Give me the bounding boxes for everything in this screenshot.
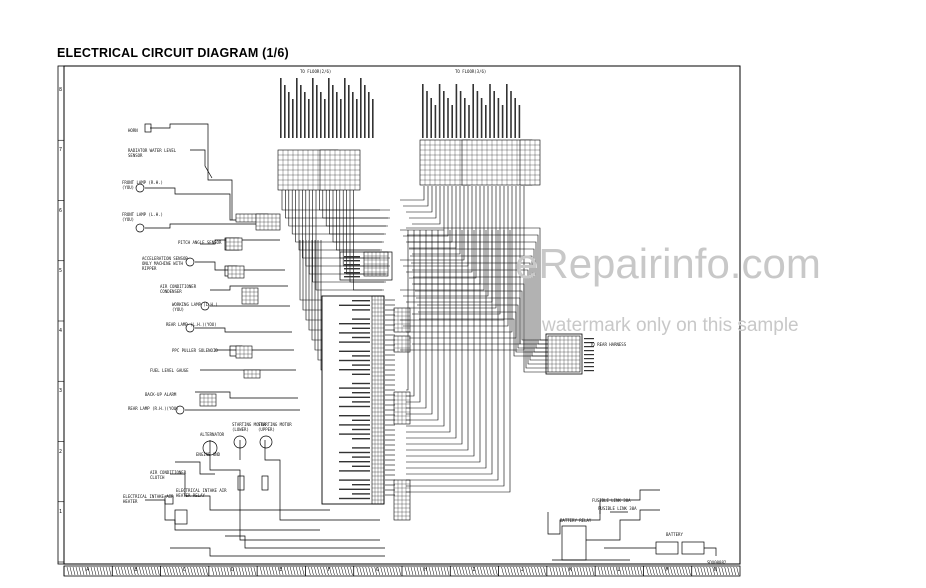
column-letter: J (520, 567, 524, 573)
connector (393, 479, 411, 521)
column-letter: M (665, 567, 669, 573)
component-label: FRONT LAMP (R.H.)(YOU) (122, 180, 163, 190)
component-label: STARTING MOTOR (UPPER) (258, 422, 292, 432)
component-label: BATTERY (666, 532, 683, 537)
connector (371, 295, 385, 505)
controller-box (321, 295, 385, 505)
column-letter: I (472, 567, 476, 573)
component-label: FUEL LEVEL GAUGE (150, 368, 189, 373)
battery-circuit (547, 489, 717, 561)
component-label: TO REAR HARNESS (590, 342, 627, 347)
column-letter: G (375, 567, 379, 573)
component-label: FUSIBLE LINK 30A (598, 506, 637, 511)
component-label: FUSIBLE LINK 30A (592, 498, 631, 503)
component-symbols (135, 123, 273, 525)
row-number: 1 (59, 508, 63, 515)
column-hatching (63, 566, 739, 576)
component-label: ENGINE GND (196, 452, 221, 457)
column-letter: K (569, 567, 573, 573)
connector (255, 213, 281, 231)
connector (363, 251, 389, 277)
row-number: 3 (59, 388, 63, 395)
component-label: ELECTRICAL INTAKE AIR HEATER RELAY (176, 488, 227, 498)
connector (227, 265, 245, 279)
column-letter: C (182, 567, 186, 573)
row-number: 4 (59, 328, 63, 334)
component-label: FRONT LAMP (L.H.)(YOU) (122, 212, 163, 222)
column-letter: E (279, 567, 283, 573)
controller-pin-rows (339, 256, 370, 500)
column-letter: A (86, 567, 90, 573)
connector (519, 139, 541, 186)
column-letter: H (424, 567, 428, 573)
row-number: 7 (59, 147, 63, 154)
component-label: AIR CONDITIONER CONDENSER (160, 284, 197, 294)
page-title: ELECTRICAL CIRCUIT DIAGRAM (1/6) (57, 46, 289, 60)
column-letter: L (617, 567, 621, 573)
component-label: HORN (128, 128, 138, 133)
connector (199, 393, 217, 407)
component-label: AIR CONDITIONER CLUTCH (150, 470, 187, 480)
component-label: RADIATOR WATER LEVEL SENSOR (128, 148, 177, 158)
component-label: STARTING MOTOR (LOWER) (232, 422, 266, 432)
header-label-right: TO FLOOR(3/6) (455, 69, 487, 74)
connector (235, 345, 253, 359)
connector (241, 287, 259, 305)
rear-harness-pins (584, 338, 594, 372)
component-label: PPC PULLER SOLENOID (172, 348, 218, 353)
header-label-left: TO FLOOR(2/6) (300, 69, 332, 74)
rear-harness-connector (545, 333, 583, 375)
row-number: 6 (59, 207, 63, 214)
component-label: REAR LAMP (R.H.)(YOU) (128, 406, 179, 411)
connector (547, 335, 581, 373)
part-number: SDX00082 (707, 560, 727, 565)
connector (243, 369, 261, 379)
row-number: 8 (59, 87, 63, 93)
column-letter: F (327, 567, 331, 573)
component-label: BATTERY RELAY (560, 518, 592, 523)
column-letter: N (713, 567, 717, 573)
wire-bundle (281, 186, 548, 496)
row-number: 2 (59, 448, 63, 455)
left-border-strip (57, 65, 65, 565)
column-letter: B (134, 567, 138, 573)
controller-box-top (339, 251, 393, 281)
component-label: REAR LAMP (L.H.)(YOU) (166, 322, 217, 327)
component-label: ELECTRICAL INTAKE AIR HEATER (123, 494, 174, 504)
connector (419, 139, 471, 186)
connector (319, 149, 361, 191)
row-ticks (58, 139, 64, 563)
component-label: ACCELERATION SENSOR ONLY MACHINE WITH RI… (142, 256, 188, 271)
row-number: 5 (59, 267, 63, 274)
component-label: ALTERNATOR (200, 432, 225, 437)
connector (225, 237, 243, 251)
connector (393, 335, 411, 353)
component-label: PITCH ANGLE SENSOR (178, 240, 222, 245)
column-letter: D (231, 567, 235, 573)
component-label: BACK-UP ALARM (145, 392, 177, 397)
connector-blocks (199, 78, 581, 521)
component-label: WORKING LAMP (L.H.)(YOU) (172, 302, 218, 312)
